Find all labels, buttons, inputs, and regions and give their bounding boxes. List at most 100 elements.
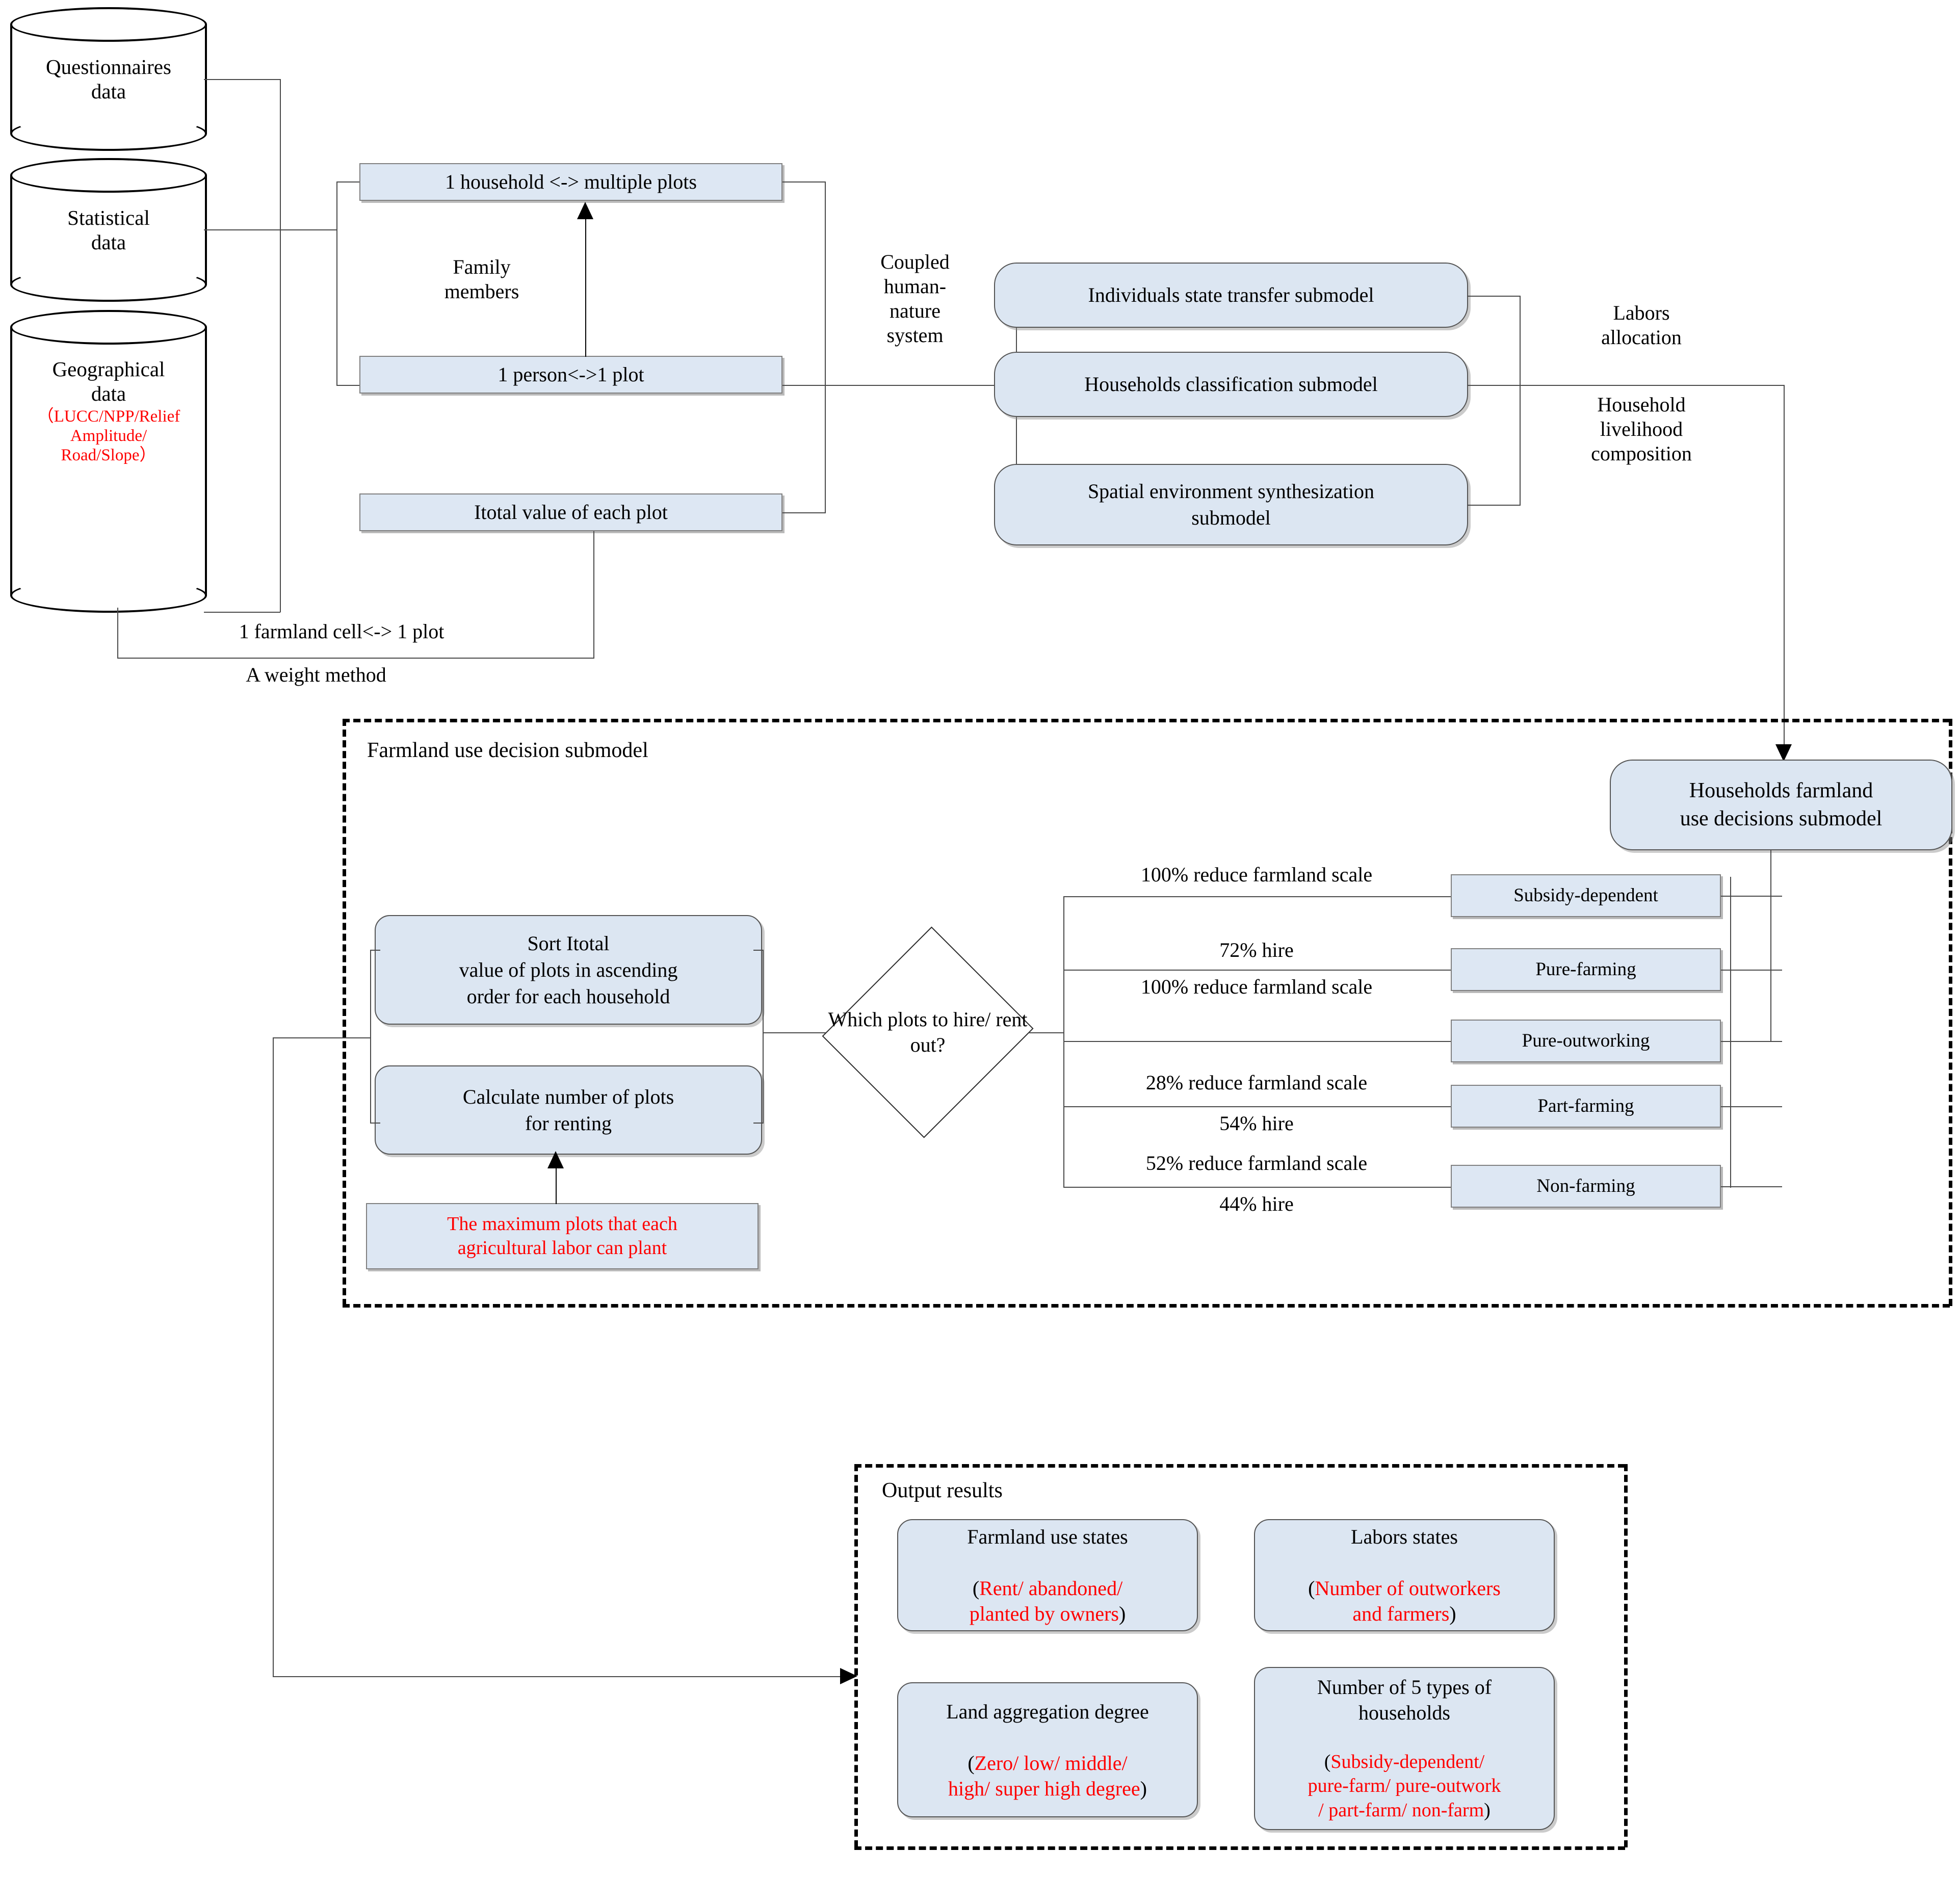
- arrow-maxplots-to-calculate: [547, 1151, 564, 1168]
- connector-family-members: [585, 218, 586, 357]
- output-red-text: Subsidy-dependent/ pure-farm/ pure-outwo…: [1308, 1751, 1501, 1821]
- data-source-statistical: Statistical data: [10, 158, 207, 302]
- connector-submodels-collector: [1520, 296, 1521, 506]
- source-line-2: data: [91, 230, 126, 254]
- output-head: Labors states: [1351, 1525, 1458, 1548]
- branch-line-subsidy: [1063, 896, 1451, 897]
- source-line-1: Statistical: [67, 205, 150, 229]
- branch-label-5: 54% hire: [1219, 1112, 1294, 1135]
- farmland-submodel-border-right: [1949, 719, 1952, 1306]
- output-border-top: [854, 1464, 1625, 1468]
- output-border-bottom: [854, 1846, 1625, 1850]
- data-source-questionnaires: Questionnaires data: [10, 7, 207, 151]
- label-weight-method: A weight method: [246, 663, 386, 686]
- connector-sortcalc-left-bot: [370, 1123, 380, 1124]
- output-land-aggregation-degree[interactable]: Land aggregation degree (Zero/ low/ midd…: [897, 1682, 1198, 1817]
- connector-collector-join: [1730, 1041, 1771, 1042]
- connector-down-to-decisions: [1784, 385, 1785, 747]
- household-type-pure-outworking[interactable]: Pure-outworking: [1451, 1020, 1721, 1062]
- connector-person-right: [782, 385, 1017, 386]
- source-line-1: Questionnaires: [46, 55, 171, 79]
- cylinder-top-ellipse: [10, 158, 207, 193]
- connector-geographical: [204, 612, 280, 613]
- paren-close: ): [1140, 1777, 1147, 1800]
- branch-label-6: 52% reduce farmland scale: [1145, 1152, 1368, 1175]
- connector-household-down: [825, 181, 826, 513]
- source-line-1: Geographical: [52, 357, 165, 381]
- submodel-households-classification[interactable]: Households classification submodel: [994, 352, 1468, 417]
- connector-feedback-left-stub: [273, 1037, 371, 1038]
- connector-feedback-down: [273, 1037, 274, 1677]
- calculate-plots-box[interactable]: Calculate number of plots for renting: [375, 1065, 762, 1155]
- max-plots-note: The maximum plots that each agricultural…: [366, 1203, 759, 1269]
- output-red-text: Zero/ low/ middle/ high/ super high degr…: [948, 1751, 1140, 1800]
- output-labors-states[interactable]: Labors states (Number of outworkers and …: [1254, 1519, 1555, 1631]
- cylinder-bottom-ellipse: [10, 578, 207, 613]
- cylinder-body: [10, 327, 207, 595]
- output-red-text: Number of outworkers and farmers: [1315, 1577, 1501, 1625]
- source-line-2: data: [91, 382, 126, 406]
- branch-line-pure-outworking: [1063, 1041, 1451, 1042]
- output-red: (Subsidy-dependent/ pure-farm/ pure-outw…: [1308, 1726, 1501, 1822]
- paren-close: ): [1449, 1602, 1456, 1625]
- decision-which-plots[interactable]: Which plots to hire/ rent out?: [822, 923, 1034, 1142]
- sort-itotal-box[interactable]: Sort Itotal value of plots in ascending …: [375, 915, 762, 1025]
- cylinder-top-ellipse: [10, 7, 207, 42]
- output-border-left: [854, 1464, 858, 1847]
- household-type-subsidy-dependent[interactable]: Subsidy-dependent: [1451, 874, 1721, 917]
- paren-open: (: [968, 1751, 975, 1775]
- paren-open: (: [1324, 1751, 1331, 1772]
- decision-label: Which plots to hire/ rent out?: [828, 1008, 1028, 1056]
- mapping-person-plot[interactable]: 1 person<->1 plot: [359, 356, 782, 394]
- cylinder-body: [10, 24, 207, 134]
- branch-line-pure-farming: [1063, 970, 1451, 971]
- connector-partfarm-right: [1721, 1106, 1782, 1107]
- connector-nonfarm-right: [1721, 1186, 1782, 1187]
- cylinder-bottom-ellipse: [10, 267, 207, 302]
- connector-sortcalc-right: [763, 950, 764, 1123]
- connector-collector-to-right: [1520, 385, 1785, 386]
- connector-diamond-right: [1029, 1032, 1064, 1033]
- output-red-text: Rent/ abandoned/ planted by owners: [969, 1577, 1123, 1625]
- connector-bracket-vertical: [336, 181, 337, 385]
- household-type-pure-farming[interactable]: Pure-farming: [1451, 948, 1721, 991]
- data-source-geographical: Geographical data （LUCC/NPP/Relief Ampli…: [10, 310, 207, 613]
- output-number-of-household-types[interactable]: Number of 5 types of households (Subsidy…: [1254, 1667, 1555, 1830]
- farmland-submodel-border-left: [343, 719, 346, 1306]
- output-farmland-use-states[interactable]: Farmland use states (Rent/ abandoned/ pl…: [897, 1519, 1198, 1631]
- source-red-2: Amplitude/: [70, 427, 147, 446]
- submodel-individuals-state-transfer[interactable]: Individuals state transfer submodel: [994, 263, 1468, 328]
- connector-farmland-cell-bottom: [117, 658, 594, 659]
- mapping-itotal-value[interactable]: Itotal value of each plot: [359, 493, 782, 531]
- connector-sortcalc-right-bot: [753, 1123, 764, 1124]
- connector-source-spine: [280, 79, 281, 612]
- farmland-submodel-border-top: [343, 719, 1950, 722]
- label-family-members: Family members: [444, 255, 519, 303]
- data-source-label: Geographical data （LUCC/NPP/Relief Ampli…: [10, 310, 207, 613]
- connector-bracket-to-person: [336, 385, 359, 386]
- submodel-spatial-environment[interactable]: Spatial environment synthesization submo…: [994, 464, 1468, 545]
- connector-purefarm-right: [1721, 970, 1782, 971]
- connector-sortcalc-to-diamond: [763, 1032, 834, 1033]
- connector-sub1-right: [1467, 296, 1521, 297]
- source-line-2: data: [91, 80, 126, 103]
- branch-label-3: 100% reduce farmland scale: [1140, 975, 1373, 998]
- connector-sortcalc-left-top: [370, 950, 380, 951]
- branch-label-1: 100% reduce farmland scale: [1140, 863, 1373, 886]
- households-farmland-use-decisions-box[interactable]: Households farmland use decisions submod…: [1610, 760, 1952, 850]
- connector-sortcalc-right-top: [753, 950, 764, 951]
- connector-sub3-right: [1467, 505, 1521, 506]
- mapping-household-plots[interactable]: 1 household <-> multiple plots: [359, 163, 782, 201]
- output-border-right: [1624, 1464, 1628, 1847]
- data-source-label: Questionnaires data: [10, 7, 207, 151]
- label-household-livelihood: Household livelihood composition: [1591, 393, 1692, 465]
- label-farmland-cell: 1 farmland cell<-> 1 plot: [239, 620, 445, 643]
- connector-spine-to-bracket: [280, 229, 337, 230]
- branch-line-non-farming: [1063, 1187, 1451, 1188]
- household-type-part-farming[interactable]: Part-farming: [1451, 1085, 1721, 1128]
- connector-maxplots-up: [556, 1167, 557, 1204]
- arrow-to-decisions-box: [1775, 744, 1792, 762]
- connector-household-types-collector: [1730, 877, 1731, 1188]
- household-type-non-farming[interactable]: Non-farming: [1451, 1165, 1721, 1208]
